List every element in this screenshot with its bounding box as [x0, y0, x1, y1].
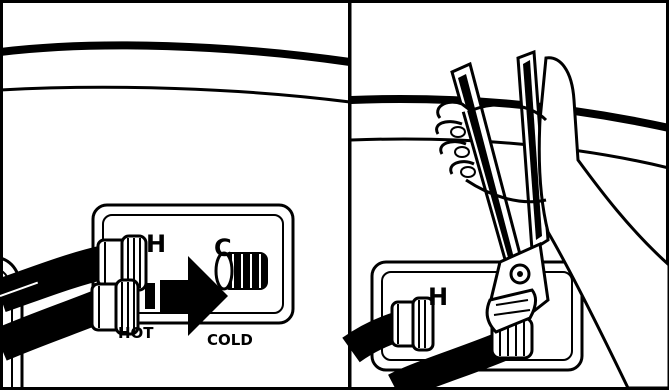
hot-letter-label-right: H	[428, 283, 448, 311]
cold-word-label: COLD	[207, 331, 253, 349]
cold-letter-label: C	[214, 234, 232, 262]
panel-left: H C HOT COLD	[0, 2, 350, 389]
hot-letter-label: H	[146, 230, 166, 258]
panel-right: H	[350, 2, 669, 389]
hot-word-label: HOT	[118, 324, 154, 342]
